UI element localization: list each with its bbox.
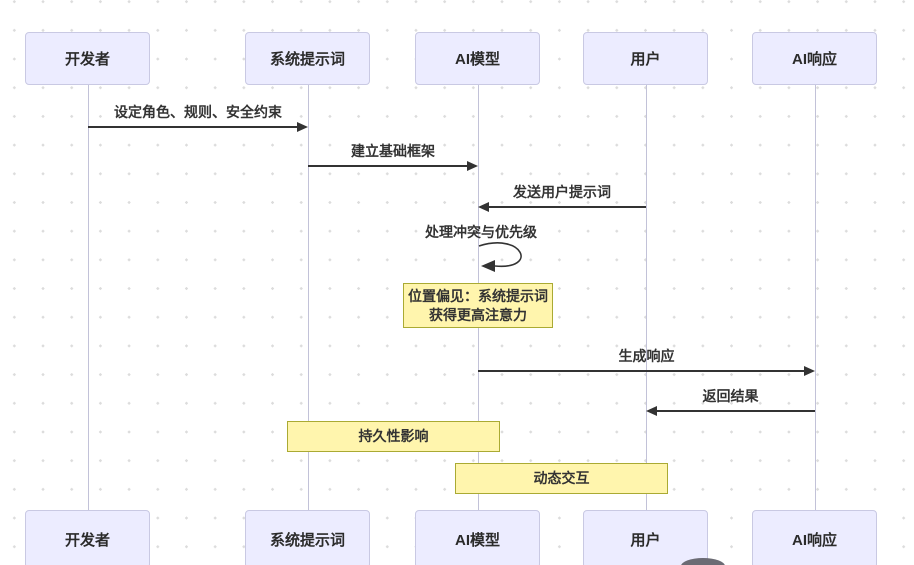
note-line: 持久性影响 bbox=[358, 428, 429, 444]
actor-bottom-developer: 开发者 bbox=[25, 510, 150, 565]
actor-top-user: 用户 bbox=[583, 32, 708, 85]
lifeline-ai-response bbox=[814, 85, 816, 510]
message-label-generate-response: 生成响应 bbox=[618, 348, 675, 364]
message-label-handle-conflicts: 处理冲突与优先级 bbox=[425, 224, 537, 240]
arrowhead-right-icon bbox=[803, 366, 815, 376]
actor-bottom-ai-model: AI模型 bbox=[415, 510, 540, 565]
arrowhead-right-icon bbox=[296, 122, 308, 132]
lifeline-system-prompt bbox=[307, 85, 309, 510]
actor-top-developer: 开发者 bbox=[25, 32, 150, 85]
actor-label: AI模型 bbox=[454, 531, 500, 549]
actor-label: 用户 bbox=[630, 51, 661, 68]
message-label-set-rules: 设定角色、规则、安全约束 bbox=[114, 104, 282, 120]
actor-label: 开发者 bbox=[64, 51, 110, 68]
message-label-build-framework: 建立基础框架 bbox=[351, 143, 435, 159]
message-arrow-return-result bbox=[656, 410, 815, 412]
message-label-return-result: 返回结果 bbox=[702, 388, 759, 404]
actor-label: AI响应 bbox=[791, 531, 837, 549]
note-position-bias: 位置偏见：系统提示词 获得更高注意力 bbox=[403, 283, 553, 328]
arrowhead-left-icon bbox=[645, 406, 657, 416]
message-arrow-set-rules bbox=[88, 126, 298, 128]
actor-top-system-prompt: 系统提示词 bbox=[245, 32, 370, 85]
message-arrow-generate-response bbox=[478, 370, 805, 372]
message-label-send-user-prompt: 发送用户提示词 bbox=[513, 184, 611, 200]
actor-top-ai-model: AI模型 bbox=[415, 32, 540, 85]
note-line: 位置偏见：系统提示词 bbox=[408, 287, 548, 304]
lifeline-developer bbox=[87, 85, 89, 510]
actor-bottom-user: 用户 bbox=[583, 510, 708, 565]
note-persistent-impact: 持久性影响 bbox=[287, 421, 500, 452]
message-arrow-build-framework bbox=[308, 165, 468, 167]
actor-label: AI响应 bbox=[791, 51, 837, 68]
actor-label: 开发者 bbox=[64, 531, 110, 549]
actor-top-ai-response: AI响应 bbox=[752, 32, 877, 85]
lifeline-user bbox=[645, 85, 647, 510]
actor-label: AI模型 bbox=[454, 51, 500, 68]
self-loop-arrow-icon bbox=[478, 242, 522, 272]
arrowhead-right-icon bbox=[466, 161, 478, 171]
actor-bottom-ai-response: AI响应 bbox=[752, 510, 877, 565]
actor-bottom-system-prompt: 系统提示词 bbox=[245, 510, 370, 565]
message-arrow-send-user-prompt bbox=[488, 206, 646, 208]
note-dynamic-interaction: 动态交互 bbox=[455, 463, 668, 494]
actor-label: 系统提示词 bbox=[269, 51, 345, 68]
note-line: 动态交互 bbox=[533, 470, 590, 486]
arrowhead-left-icon bbox=[477, 202, 489, 212]
actor-label: 系统提示词 bbox=[269, 531, 345, 549]
actor-label: 用户 bbox=[630, 531, 661, 549]
note-line: 获得更高注意力 bbox=[429, 306, 527, 323]
clipped-circle-element bbox=[681, 558, 725, 565]
